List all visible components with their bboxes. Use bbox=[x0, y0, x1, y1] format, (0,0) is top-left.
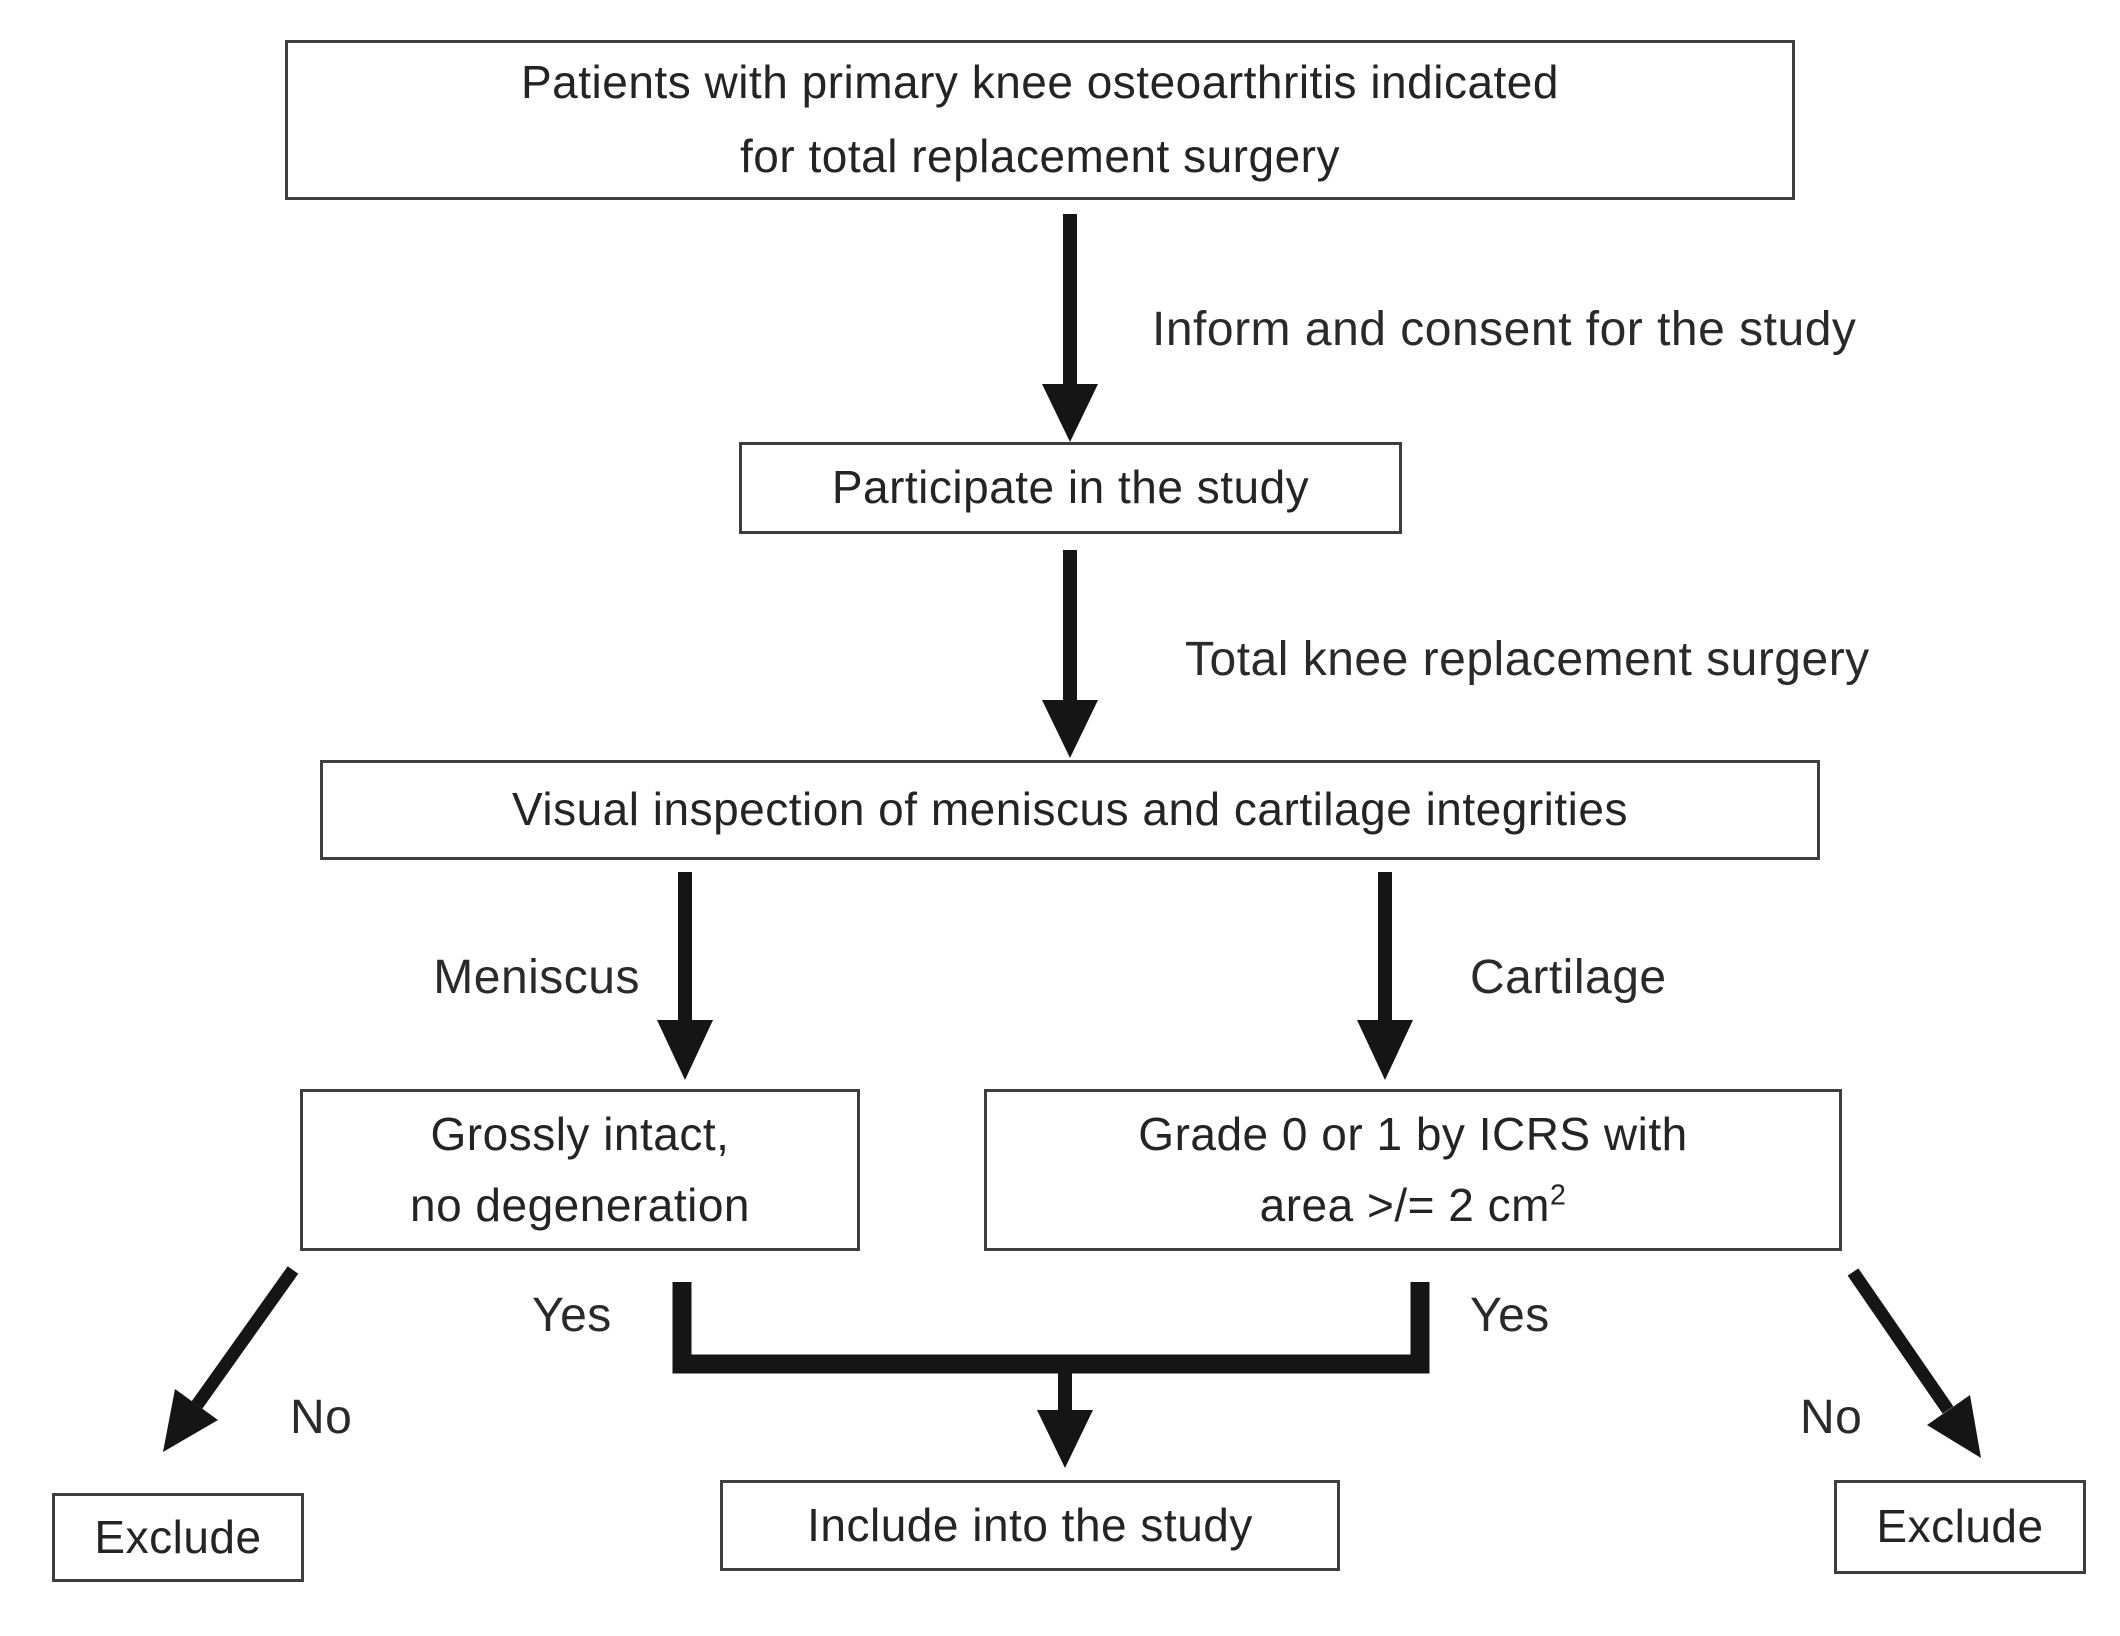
box-meniscus-result-line1: Grossly intact, bbox=[430, 1107, 730, 1160]
arrow-include bbox=[1037, 1364, 1093, 1468]
edge-label-yes-left: Yes bbox=[532, 1289, 612, 1342]
arrow-no-right bbox=[1847, 1268, 1981, 1458]
box-exclude-right: Exclude bbox=[1834, 1480, 2086, 1574]
box-visual-inspection: Visual inspection of meniscus and cartil… bbox=[320, 760, 1820, 860]
edge-label-meniscus: Meniscus bbox=[433, 951, 640, 1004]
arrow-cartilage-branch bbox=[1357, 872, 1413, 1080]
box-exclude-left-label: Exclude bbox=[94, 1510, 262, 1563]
yes-join-bracket bbox=[672, 1282, 1430, 1374]
box-patients: Patients with primary knee osteoarthriti… bbox=[285, 40, 1795, 200]
edge-label-yes-right: Yes bbox=[1470, 1289, 1550, 1342]
box-cartilage-result-line2-text: area >/= 2 cm bbox=[1259, 1179, 1550, 1231]
box-cartilage-result: Grade 0 or 1 by ICRS with area >/= 2 cm2 bbox=[984, 1089, 1842, 1251]
box-cartilage-result-line2: area >/= 2 cm2 bbox=[1260, 1170, 1567, 1241]
arrow-surgery bbox=[1042, 550, 1098, 758]
arrow-meniscus-branch bbox=[657, 872, 713, 1080]
box-meniscus-result: Grossly intact, no degeneration bbox=[300, 1089, 860, 1251]
arrow-no-left bbox=[163, 1266, 299, 1452]
edge-label-no-right: No bbox=[1800, 1391, 1863, 1444]
box-visual-inspection-label: Visual inspection of meniscus and cartil… bbox=[512, 783, 1628, 836]
edge-label-cartilage: Cartilage bbox=[1470, 951, 1667, 1004]
box-patients-line2: for total replacement surgery bbox=[740, 130, 1340, 182]
box-include-label: Include into the study bbox=[807, 1498, 1253, 1551]
box-exclude-left: Exclude bbox=[52, 1493, 304, 1582]
arrow-consent bbox=[1042, 214, 1098, 442]
box-participate: Participate in the study bbox=[739, 442, 1402, 534]
box-exclude-right-label: Exclude bbox=[1876, 1500, 2044, 1553]
edge-label-surgery: Total knee replacement surgery bbox=[1185, 633, 1870, 686]
box-patients-line1: Patients with primary knee osteoarthriti… bbox=[521, 56, 1559, 109]
box-cartilage-result-line1: Grade 0 or 1 by ICRS with bbox=[1138, 1107, 1688, 1160]
box-meniscus-result-line2: no degeneration bbox=[409, 1179, 750, 1231]
box-participate-label: Participate in the study bbox=[831, 461, 1310, 514]
edge-label-no-left: No bbox=[290, 1391, 353, 1444]
edge-label-consent: Inform and consent for the study bbox=[1152, 303, 1857, 356]
box-include: Include into the study bbox=[720, 1480, 1340, 1571]
box-cartilage-result-line2-sup: 2 bbox=[1549, 1179, 1567, 1212]
